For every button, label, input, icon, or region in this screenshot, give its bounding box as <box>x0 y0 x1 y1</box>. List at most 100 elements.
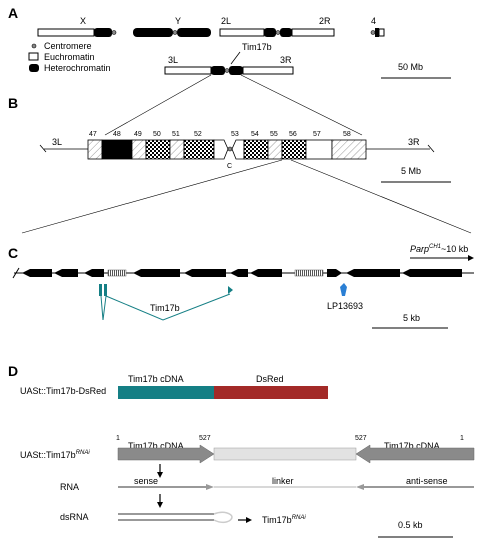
division-label: 58 <box>343 131 351 138</box>
tim17b-label-c: Tim17b <box>150 303 180 313</box>
gene-arrow <box>84 269 104 277</box>
tim17b-exon <box>228 286 233 294</box>
parp-arrow-head <box>468 255 474 261</box>
chr-3 <box>164 66 294 75</box>
scale-b-label: 5 Mb <box>401 166 421 176</box>
centromere-icon <box>31 43 37 49</box>
panel-a: A X Y 2L 2R 4 <box>8 5 451 79</box>
segment-52 <box>183 139 215 160</box>
gene-arrow <box>402 269 462 277</box>
segment-57 <box>305 139 333 160</box>
down-arrow-1-head <box>157 472 163 478</box>
dsred-segment-label: DsRed <box>256 374 284 384</box>
antisense-cdna-arrow <box>355 444 475 464</box>
tim17b-intron-small <box>100 295 107 321</box>
gene-arrow <box>230 269 248 277</box>
chr-4-label: 4 <box>371 16 376 26</box>
cdna-left-label: Tim17b cDNA <box>128 441 184 451</box>
pos-527-right-label: 527 <box>355 435 367 442</box>
zoom-line-bc-right <box>290 159 472 234</box>
segment-54 <box>243 139 269 160</box>
zoom-line-bc-left <box>21 159 283 234</box>
tim17b-label-a: Tim17b <box>242 42 272 52</box>
division-label: 57 <box>313 131 321 138</box>
division-label: 52 <box>194 131 202 138</box>
gene-arrow <box>250 269 282 277</box>
lp13693-label: LP13693 <box>327 301 363 311</box>
chr-y <box>133 28 211 37</box>
division-label: 53 <box>231 131 239 138</box>
repeat-region <box>107 269 127 277</box>
heterochromatin-icon <box>29 64 39 72</box>
chr-3r-label-b: 3R <box>408 137 420 147</box>
segment-50 <box>145 139 171 160</box>
construct2-label: UASt::Tim17bRNAi <box>20 450 90 460</box>
rna-label: RNA <box>60 482 79 492</box>
centromere-c-label: C <box>227 163 232 170</box>
division-label: 47 <box>89 131 97 138</box>
insertion-icon <box>340 283 347 296</box>
scale-c-label: 5 kb <box>403 313 420 323</box>
pos-527-left-label: 527 <box>199 435 211 442</box>
antisense-label: anti-sense <box>406 476 448 486</box>
gene-arrow <box>346 269 400 277</box>
gene-arrow <box>22 269 52 277</box>
tim17b-exon <box>99 284 102 296</box>
chr-3l-label: 3L <box>168 55 178 65</box>
scale-a-label: 50 Mb <box>398 62 423 72</box>
chr-x-label: X <box>80 16 86 26</box>
centromere-b <box>227 146 233 152</box>
panel-c-label: C <box>8 245 18 261</box>
zoom-line-ab-left <box>104 74 212 136</box>
segment-58 <box>331 139 367 160</box>
chr-2r-label: 2R <box>319 16 331 26</box>
pos-start-label: 1 <box>116 435 120 442</box>
chr-3l-label-b: 3L <box>52 137 62 147</box>
gene-arrow <box>184 269 226 277</box>
rna-antisense-head <box>356 484 364 490</box>
chr-3r-label: 3R <box>280 55 292 65</box>
product-label: Tim17bRNAi <box>262 515 306 525</box>
cdna-right-label: Tim17b cDNA <box>384 441 440 451</box>
segment-48 <box>101 139 133 160</box>
segment-55 <box>267 139 283 160</box>
chr-x <box>37 28 117 37</box>
construct1-label: UASt::Tim17b-DsRed <box>20 386 106 396</box>
rna-sense-head <box>206 484 214 490</box>
segment-49 <box>131 139 147 160</box>
repeat-region <box>294 269 324 277</box>
division-label: 48 <box>113 131 121 138</box>
chr-y-label: Y <box>175 16 181 26</box>
chr-2 <box>219 28 335 37</box>
division-label: 55 <box>270 131 278 138</box>
dsred-segment <box>214 386 328 399</box>
zoom-line-ab-right <box>240 74 363 136</box>
gene-arrows <box>22 269 462 277</box>
linker-label: linker <box>272 476 294 486</box>
chr-2l-label: 2L <box>221 16 231 26</box>
division-label: 50 <box>153 131 161 138</box>
break-right <box>427 144 435 153</box>
division-label: 56 <box>289 131 297 138</box>
chr-4 <box>370 28 385 37</box>
panel-c: C ParpCH1~10 kb <box>8 244 474 329</box>
division-label: 51 <box>172 131 180 138</box>
parp-label: ParpCH1~10 kb <box>410 244 468 254</box>
pos-end-label: 1 <box>460 435 464 442</box>
gene-arrow <box>54 269 78 277</box>
lp13693-insertion: LP13693 <box>327 283 363 311</box>
product-arrow-head <box>246 517 252 523</box>
scale-d-label: 0.5 kb <box>398 520 423 530</box>
linker-segment <box>213 447 357 461</box>
euchromatin-icon <box>28 52 39 61</box>
tim17b-gene: Tim17b <box>99 284 233 321</box>
segment-47 <box>87 139 103 160</box>
division-segments <box>87 139 367 160</box>
cdna-segment-label: Tim17b cDNA <box>128 374 184 384</box>
panel-d-label: D <box>8 363 18 379</box>
dsrna-label: dsRNA <box>60 512 89 522</box>
segment-52b <box>213 139 229 160</box>
legend: Centromere Euchromatin Heterochromatin <box>28 41 111 73</box>
tim17b-exon <box>104 284 107 296</box>
